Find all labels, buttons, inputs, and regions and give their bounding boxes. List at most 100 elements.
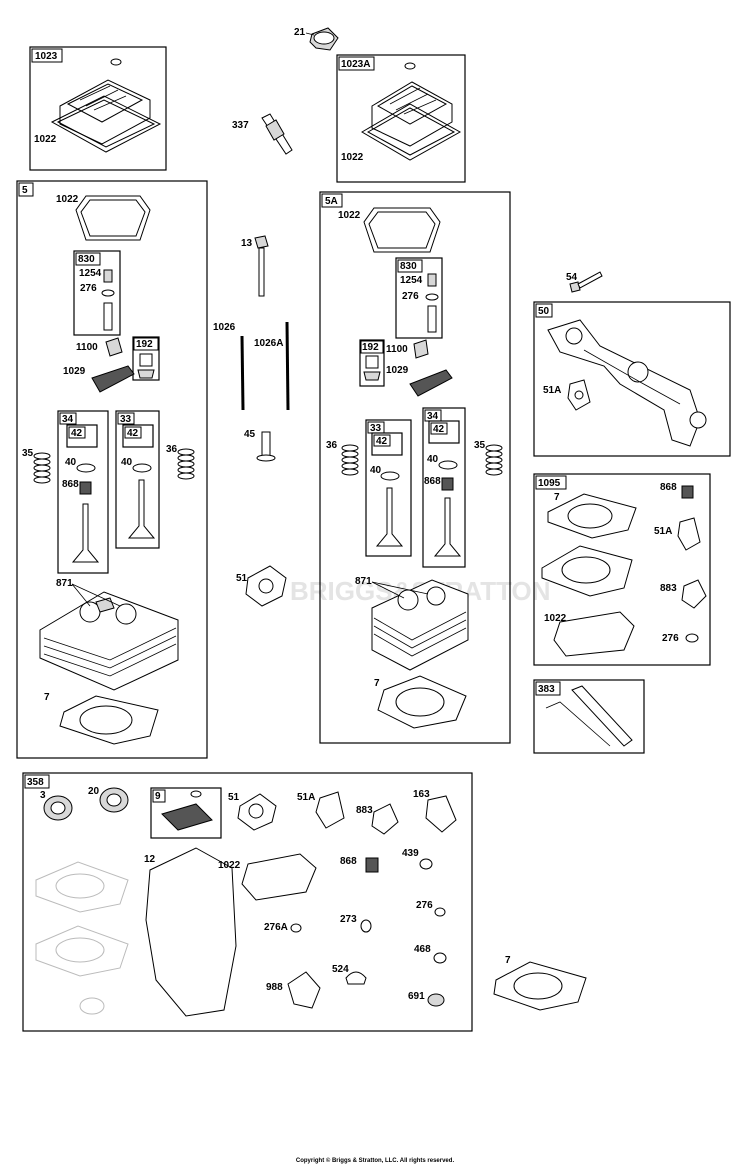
frame-830 — [395, 257, 443, 339]
tag-830 — [397, 259, 423, 273]
oil-fill-cap-icon — [309, 27, 339, 51]
label-40: 40 — [370, 465, 382, 476]
label-276: 276 — [80, 283, 97, 294]
group-358: 358 3 20 9 51 51A 883 163 12 1022 — [22, 772, 473, 1032]
label-358: 358 — [27, 777, 44, 788]
gasket-icon — [553, 611, 635, 657]
rocker-arm-icon — [409, 369, 453, 397]
label-1022: 1022 — [56, 194, 79, 205]
retainer-icon — [132, 463, 152, 473]
guide-icon — [139, 353, 153, 367]
label-51: 51 — [236, 573, 248, 584]
label-50: 50 — [538, 306, 550, 317]
gasket-icon — [315, 791, 345, 829]
gasket-icon — [371, 803, 399, 835]
label-1022: 1022 — [338, 210, 361, 221]
frame-358 — [22, 772, 473, 1032]
head-gasket-icon — [493, 961, 587, 1011]
label-3: 3 — [40, 790, 46, 801]
tag-42 — [68, 426, 86, 439]
label-34: 34 — [62, 414, 74, 425]
label-276: 276 — [416, 900, 433, 911]
label-1026a: 1026A — [254, 338, 283, 349]
washer-icon — [419, 858, 433, 870]
label-883: 883 — [660, 583, 677, 594]
valve-spring-icon — [33, 452, 51, 484]
tag-33 — [117, 412, 135, 425]
label-20: 20 — [88, 786, 100, 797]
label-883: 883 — [356, 805, 373, 816]
label-7: 7 — [374, 678, 380, 689]
washer-icon — [433, 952, 447, 964]
tag-358 — [24, 774, 50, 789]
valve-cover-icon — [50, 79, 162, 153]
tag-192 — [360, 340, 384, 354]
label-1022: 1022 — [218, 860, 241, 871]
label-468: 468 — [414, 944, 431, 955]
valve-icon — [375, 487, 404, 547]
guide-icon — [365, 355, 379, 369]
tag-42 — [373, 434, 391, 447]
gasket-icon — [677, 517, 701, 551]
frame-42 — [122, 424, 154, 448]
group-1095: 1095 7 868 51A 883 1022 276 — [533, 473, 711, 666]
frame-42 — [371, 432, 403, 456]
label-1095: 1095 — [538, 478, 561, 489]
frame-42 — [428, 420, 460, 444]
label-1254: 1254 — [400, 275, 423, 286]
copyright-text: Copyright © Briggs & Stratton, LLC. All … — [295, 1158, 455, 1164]
label-51a: 51A — [297, 792, 315, 803]
frame-50 — [533, 301, 731, 457]
label-5: 5 — [22, 185, 28, 196]
rocker-arm-icon — [91, 365, 135, 393]
frame-5a — [319, 191, 511, 744]
label-35: 35 — [474, 440, 486, 451]
label-42: 42 — [71, 428, 83, 439]
washer-icon — [101, 289, 115, 297]
frame-1095 — [533, 473, 711, 666]
label-51: 51 — [228, 792, 240, 803]
label-691: 691 — [408, 991, 425, 1002]
gasket-icon — [237, 793, 277, 831]
label-42: 42 — [376, 436, 388, 447]
valve-spring-icon — [177, 448, 195, 480]
plug-icon — [345, 971, 367, 985]
washer-icon — [110, 58, 122, 66]
gasket-icon — [681, 579, 707, 609]
label-54: 54 — [566, 272, 578, 283]
washer-icon — [190, 790, 202, 798]
label-337: 337 — [232, 120, 249, 131]
head-gasket-icon — [377, 675, 467, 729]
label-40: 40 — [65, 457, 77, 468]
faint-gasket-icon — [35, 861, 129, 1015]
label-51a: 51A — [654, 526, 672, 537]
tag-383 — [535, 681, 561, 696]
nut-icon — [103, 269, 113, 283]
label-868: 868 — [424, 476, 441, 487]
tag-42 — [430, 422, 448, 435]
rocker-pivot-icon — [413, 339, 429, 359]
group-1023: 1023 1022 — [29, 46, 167, 171]
frame-830 — [73, 250, 121, 336]
label-34: 34 — [427, 411, 439, 422]
label-1023a: 1023A — [341, 59, 370, 70]
frame-9 — [150, 787, 222, 839]
label-1022: 1022 — [544, 613, 567, 624]
label-830: 830 — [78, 254, 95, 265]
label-868: 868 — [62, 479, 79, 490]
label-12: 12 — [144, 854, 156, 865]
label-988: 988 — [266, 982, 283, 993]
valve-icon — [433, 497, 462, 557]
head-gasket-icon — [59, 695, 159, 745]
head-gasket-icon — [547, 493, 637, 539]
group-1023a: 1023A 1022 — [336, 54, 466, 183]
group-383: 383 — [533, 679, 645, 754]
retainer-icon — [380, 471, 400, 481]
label-21: 21 — [294, 27, 306, 38]
tappet-icon — [256, 431, 276, 462]
frame-34 — [57, 410, 109, 574]
washer-icon — [290, 923, 302, 933]
tag-9 — [152, 789, 166, 803]
label-871: 871 — [56, 578, 73, 589]
washer-icon — [434, 907, 446, 917]
